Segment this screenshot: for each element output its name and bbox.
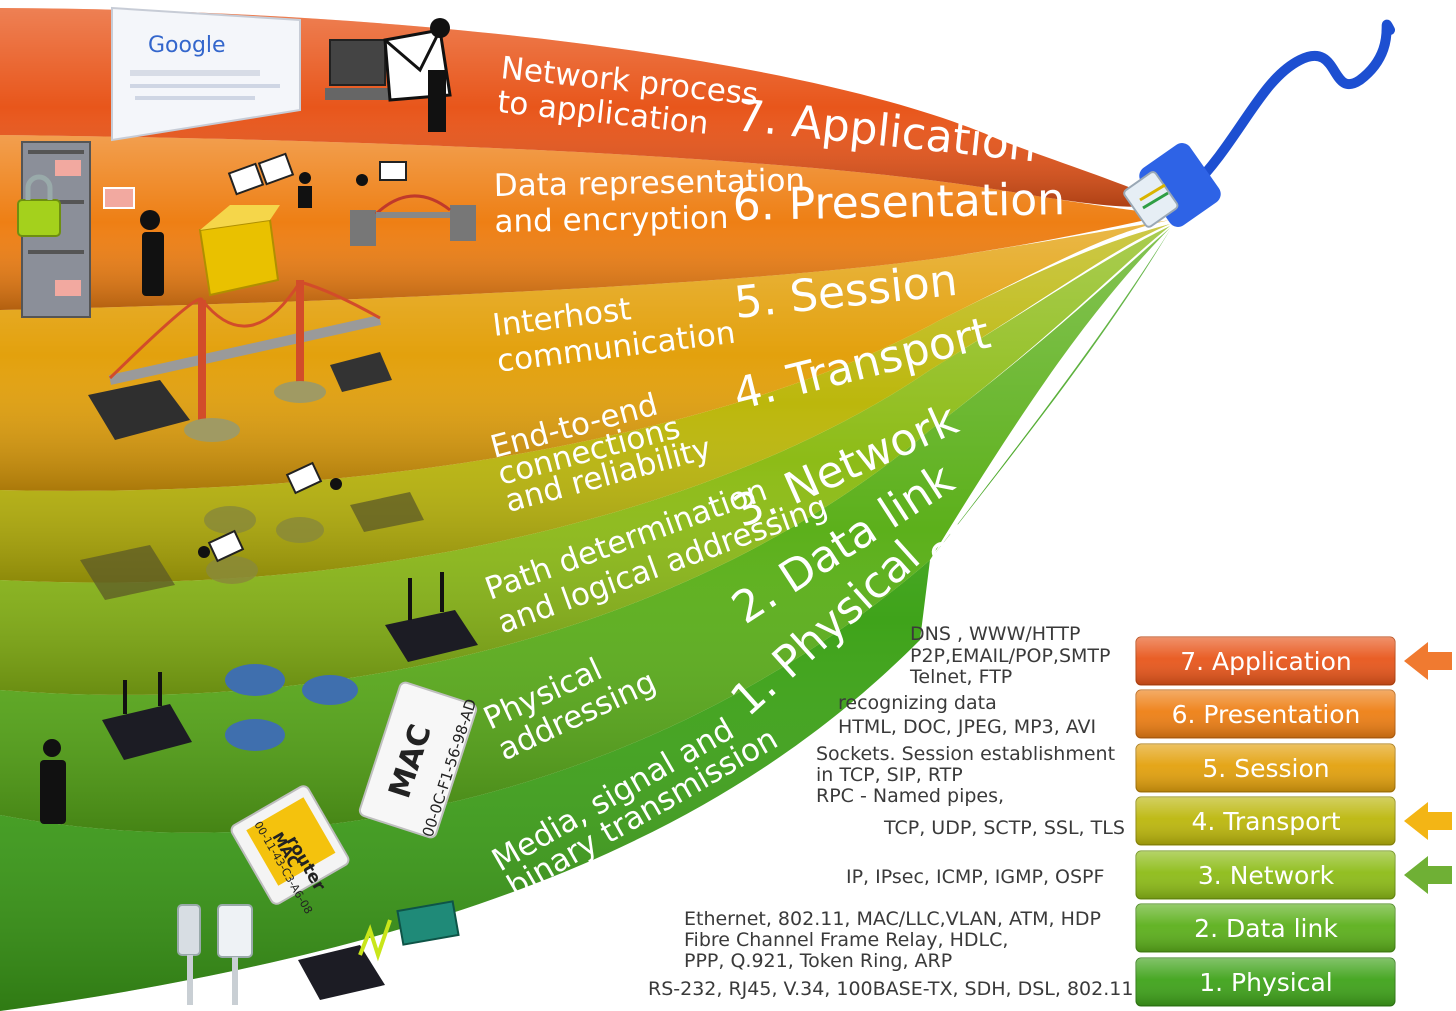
protocol-line-2: P2P,EMAIL/POP,SMTP	[910, 645, 1110, 667]
protocol-line-4: recognizing data	[838, 692, 997, 714]
google-page-illustration: Google	[111, 6, 301, 142]
legend-box-transport: 4. Transport	[1135, 796, 1396, 846]
protocol-list: DNS , WWW/HTTP P2P,EMAIL/POP,SMTP Telnet…	[648, 623, 1133, 1000]
band-data-link	[0, 228, 1170, 833]
switches-illustration	[40, 572, 478, 824]
person-with-mail-illustration	[103, 187, 164, 296]
protocol-line-11: Ethernet, 802.11, MAC/LLC,VLAN, ATM, HDP	[684, 908, 1101, 930]
legend-box-presentation: 6. Presentation	[1135, 689, 1396, 739]
computer-with-mail-illustration	[325, 18, 452, 132]
legend-label-physical: 1. Physical	[1199, 968, 1333, 997]
network-cable-icon	[1123, 19, 1395, 228]
bridge-illustration	[88, 280, 392, 442]
routers-illustration	[80, 461, 424, 600]
small-bridge-illustration	[350, 161, 476, 246]
band-transport	[0, 224, 1170, 583]
band-presentation	[0, 135, 1170, 310]
title-presentation: 6. Presentation	[732, 174, 1065, 231]
protocol-line-10: IP, IPsec, ICMP, IGMP, OSPF	[846, 866, 1104, 888]
cable-plugs-illustration	[177, 904, 253, 1005]
protocol-line-13: PPP, Q.921, Token Ring, ARP	[684, 950, 952, 972]
legend-box-application: 7. Application	[1135, 636, 1396, 686]
desc-presentation-line-1: Data representation	[494, 163, 806, 204]
cabinet-with-lock-illustration	[17, 141, 91, 318]
protocol-line-1: DNS , WWW/HTTP	[910, 623, 1080, 645]
protocol-line-3: Telnet, FTP	[909, 666, 1012, 688]
legend-box-session: 5. Session	[1135, 743, 1396, 793]
arrow-transport-icon	[1404, 802, 1452, 840]
band-physical	[0, 230, 1170, 1011]
legend-box-physical: 1. Physical	[1135, 957, 1396, 1007]
arrow-application-icon	[1404, 642, 1452, 680]
legend-label-application: 7. Application	[1180, 647, 1351, 676]
open-box-illustration	[198, 152, 312, 297]
router-mac-tag-illustration: router MAC 00-11-43-C3-A6-08	[230, 785, 350, 916]
protocol-line-8: RPC - Named pipes,	[816, 785, 1004, 807]
band-session	[0, 220, 1170, 491]
legend-label-presentation: 6. Presentation	[1172, 700, 1361, 729]
layer-legend: 7. Application 6. Presentation 5. Sessio…	[1135, 636, 1396, 1007]
protocol-line-14: RS-232, RJ45, V.34, 100BASE-TX, SDH, DSL…	[648, 978, 1133, 1000]
google-logo-text: Google	[148, 33, 226, 58]
svg-text:Data representationand encrypt: Data representationand encryption	[494, 163, 806, 240]
protocol-line-5: HTML, DOC, JPEG, MP3, AVI	[838, 716, 1096, 738]
legend-label-session: 5. Session	[1202, 754, 1329, 783]
desc-presentation-line-2: and encryption	[494, 200, 729, 240]
legend-box-data-link: 2. Data link	[1135, 903, 1396, 953]
arrow-network-icon	[1404, 856, 1452, 894]
router-with-nic-illustration	[298, 900, 460, 1000]
legend-box-network: 3. Network	[1135, 850, 1396, 900]
protocol-line-7: in TCP, SIP, RTP	[816, 764, 963, 786]
legend-label-network: 3. Network	[1198, 861, 1335, 890]
band-network	[0, 226, 1170, 695]
protocol-line-6: Sockets. Session establishment	[816, 743, 1115, 765]
protocol-line-9: TCP, UDP, SCTP, SSL, TLS	[883, 817, 1125, 839]
protocol-line-12: Fibre Channel Frame Relay, HDLC,	[684, 929, 1008, 951]
legend-label-transport: 4. Transport	[1191, 807, 1340, 836]
legend-label-data-link: 2. Data link	[1194, 914, 1338, 943]
